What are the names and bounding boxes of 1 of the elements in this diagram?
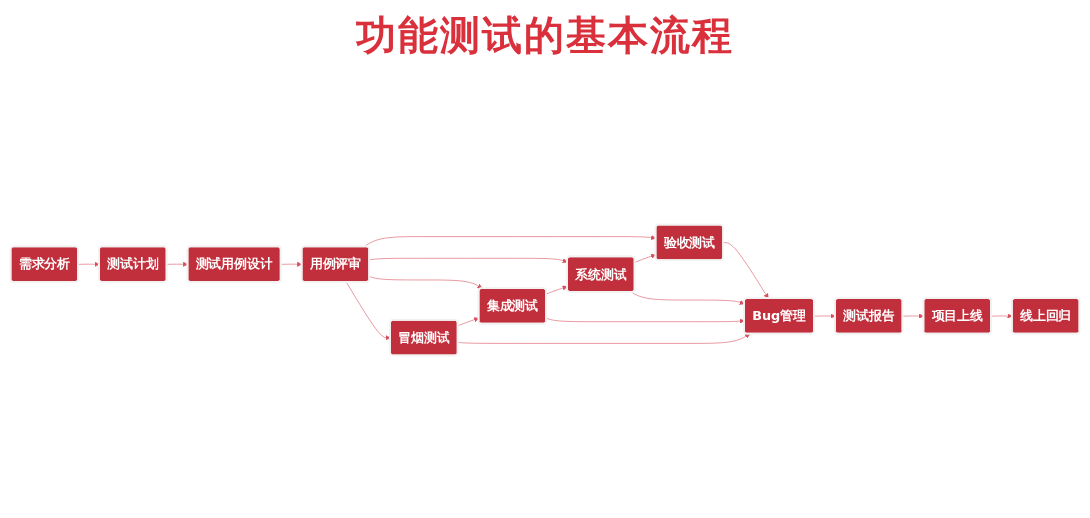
title: 功能测试的基本流程 (356, 10, 734, 60)
